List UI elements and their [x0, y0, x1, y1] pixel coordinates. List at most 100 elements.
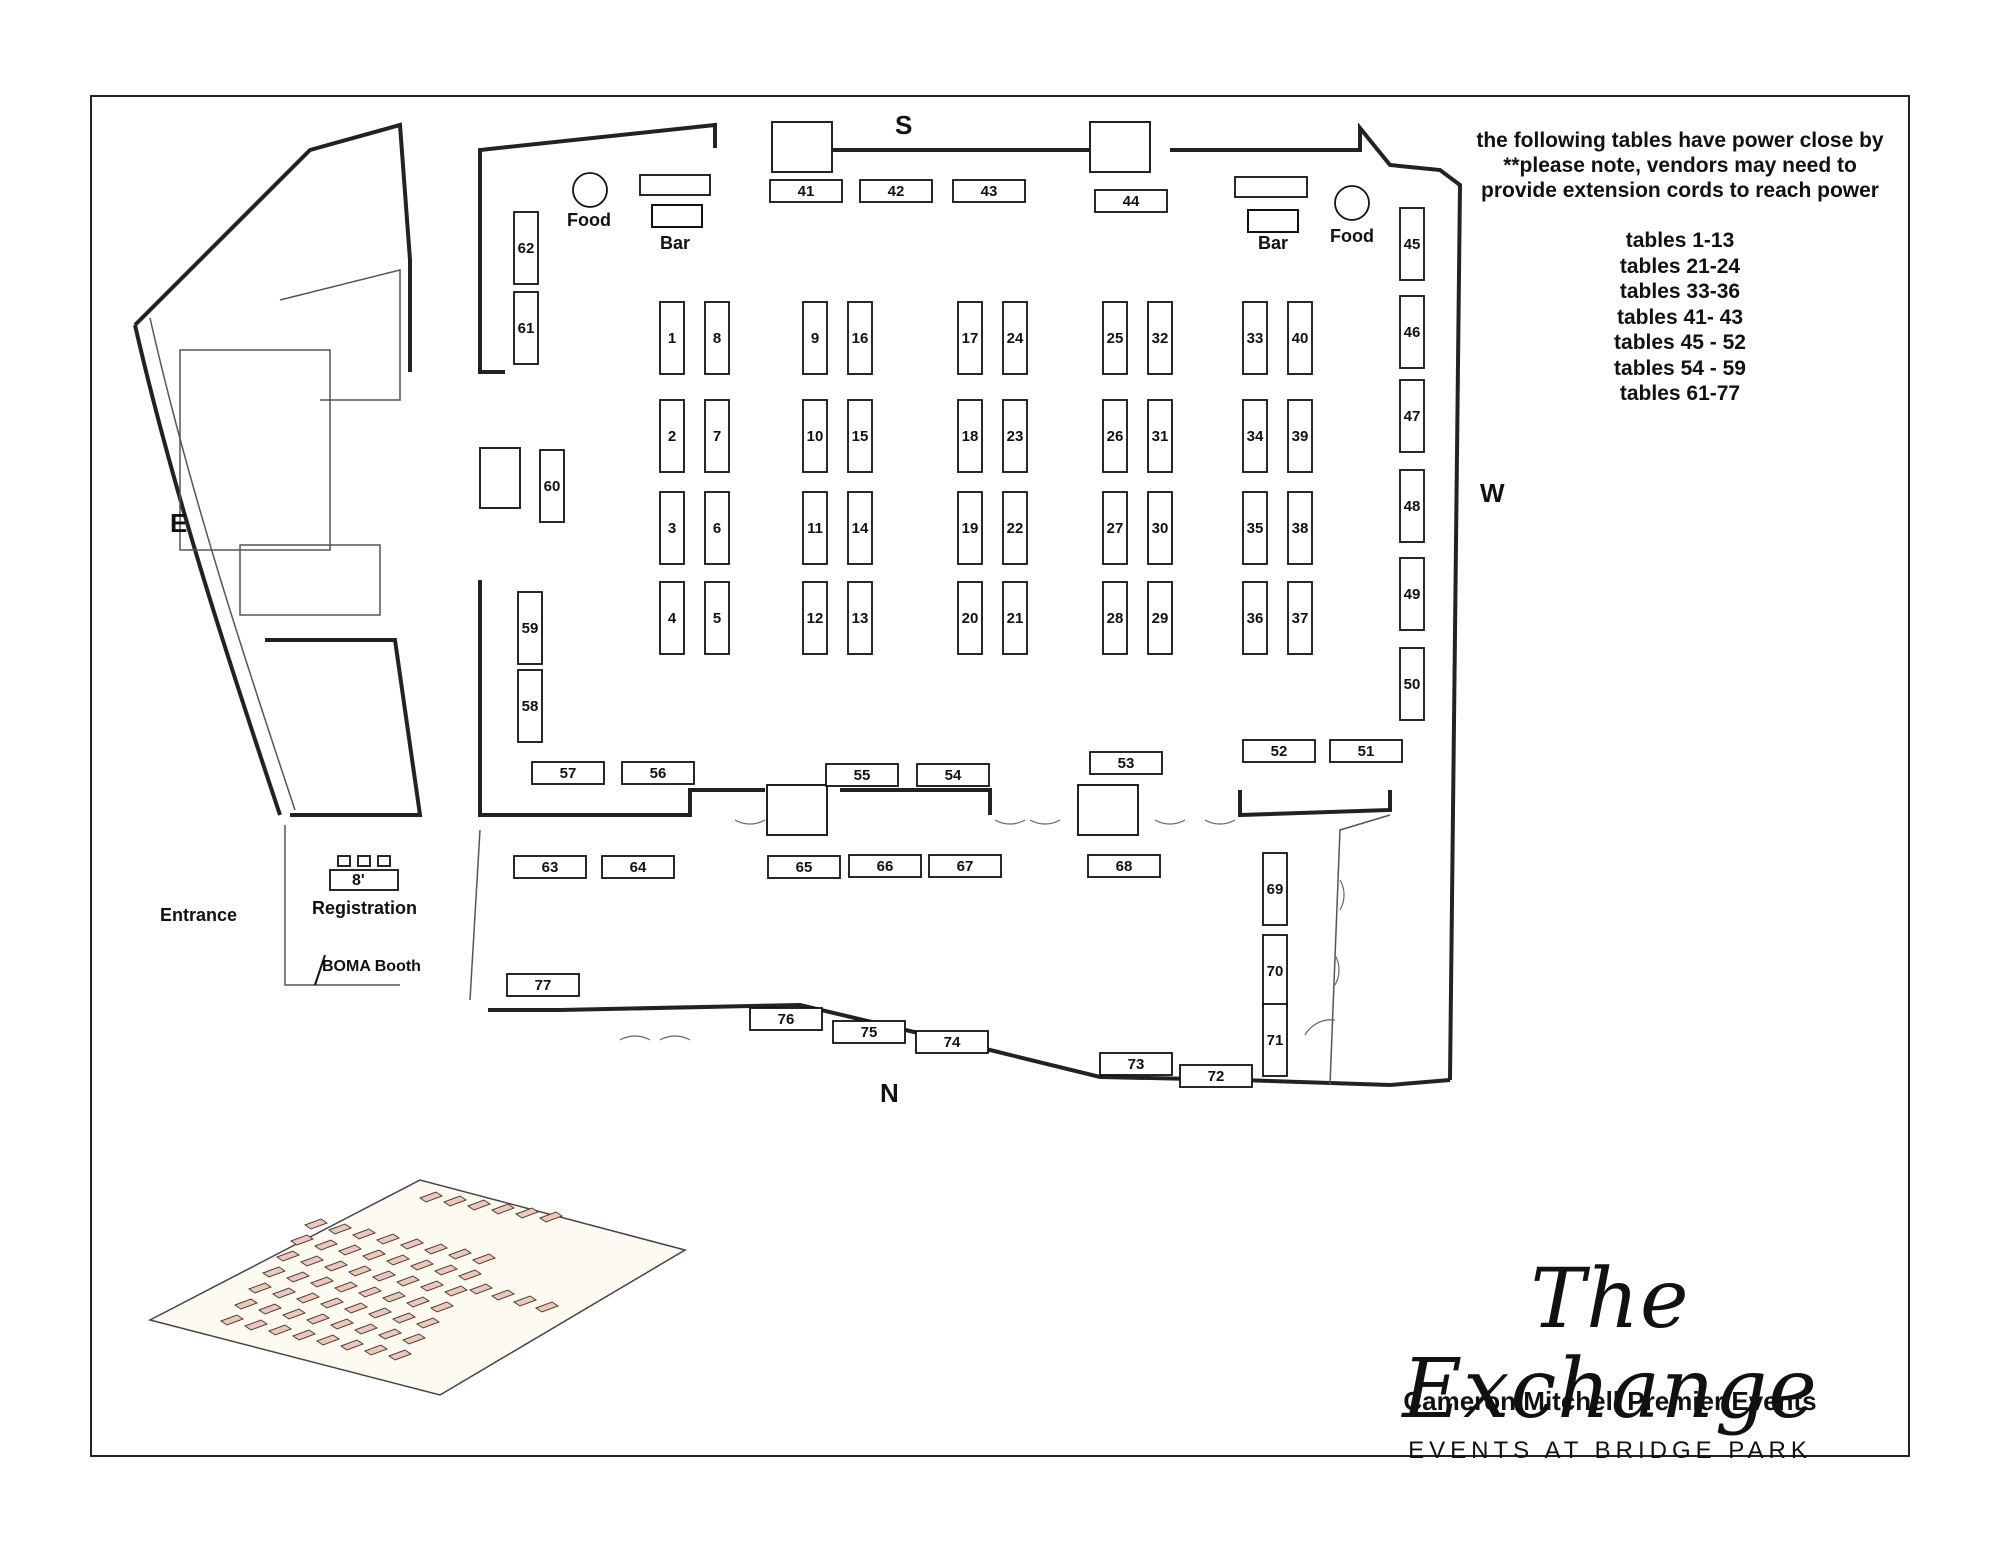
table-number: 70	[1267, 963, 1284, 980]
table-rect	[957, 491, 983, 565]
table-rect	[506, 973, 580, 997]
table-number: 61	[518, 320, 535, 337]
table-1: 1	[659, 301, 685, 375]
table-rect	[1262, 1003, 1288, 1077]
table-number: 44	[1123, 193, 1140, 210]
table-number: 25	[1107, 330, 1124, 347]
table-52: 52	[1242, 739, 1316, 763]
table-15: 15	[847, 399, 873, 473]
restroom-1	[179, 349, 331, 551]
table-23: 23	[1002, 399, 1028, 473]
table-number: 52	[1271, 743, 1288, 760]
table-number: 34	[1247, 428, 1264, 445]
thumbnail-table	[309, 1276, 335, 1288]
table-number: 14	[852, 520, 869, 537]
thumbnail-table	[377, 1328, 403, 1340]
thumbnail-table	[490, 1289, 516, 1301]
table-rect	[847, 399, 873, 473]
thumbnail-table	[289, 1234, 315, 1246]
brand-logo-script: The Exchange	[1402, 1252, 1818, 1437]
power-note-line-1: the following tables have power close by	[1476, 129, 1884, 152]
door-8	[1304, 1019, 1336, 1036]
power-table-list: tables 1-13 tables 21-24 tables 33-36 ta…	[1565, 228, 1795, 407]
table-number: 74	[944, 1034, 961, 1051]
table-56: 56	[621, 761, 695, 785]
table-19: 19	[957, 491, 983, 565]
table-number: 69	[1267, 881, 1284, 898]
table-63: 63	[513, 855, 587, 879]
thumbnail-floor	[147, 1179, 687, 1396]
table-5: 5	[704, 581, 730, 655]
bar-counter-left	[639, 174, 711, 196]
table-37: 37	[1287, 581, 1313, 655]
table-number: 35	[1247, 520, 1264, 537]
table-number: 33	[1247, 330, 1264, 347]
thumbnail-table	[391, 1312, 417, 1324]
table-number: 5	[713, 610, 721, 627]
table-3: 3	[659, 491, 685, 565]
table-24: 24	[1002, 301, 1028, 375]
table-number: 18	[962, 428, 979, 445]
table-number: 6	[713, 520, 721, 537]
table-rect	[1087, 854, 1161, 878]
table-18: 18	[957, 399, 983, 473]
table-36: 36	[1242, 581, 1268, 655]
table-number: 36	[1247, 610, 1264, 627]
table-number: 7	[713, 428, 721, 445]
table-rect	[802, 399, 828, 473]
brand-logo-subtitle: EVENTS AT BRIDGE PARK	[1408, 1437, 1812, 1464]
table-number: 24	[1007, 330, 1024, 347]
thumbnail-table	[313, 1239, 339, 1251]
table-number: 58	[522, 698, 539, 715]
thumbnail-table	[471, 1253, 497, 1265]
wall-north-west	[478, 122, 717, 374]
green-room	[279, 269, 401, 401]
table-62: 62	[513, 211, 539, 285]
table-rect	[1102, 581, 1128, 655]
bar-label-right: Bar	[1258, 233, 1289, 253]
table-number: 4	[668, 610, 677, 627]
thumbnail-table	[367, 1307, 393, 1319]
table-number: 56	[650, 765, 667, 782]
table-number: 26	[1107, 428, 1124, 445]
food-label-left: Food	[567, 210, 611, 230]
table-rect	[769, 179, 843, 203]
table-number: 37	[1292, 610, 1309, 627]
power-table-range: tables 21-24	[1619, 254, 1741, 278]
thumbnail-table	[351, 1228, 377, 1240]
power-table-range: tables 1-13	[1625, 229, 1735, 252]
table-rect	[539, 449, 565, 523]
table-22: 22	[1002, 491, 1028, 565]
thumbnail-table	[415, 1317, 441, 1329]
door-1	[734, 819, 766, 825]
table-number: 10	[807, 428, 824, 445]
table-rect	[916, 763, 990, 787]
table-39: 39	[1287, 399, 1313, 473]
table-number: 28	[1107, 610, 1124, 627]
table-number: 63	[542, 859, 559, 876]
thumbnail-table	[327, 1223, 353, 1235]
table-rect	[848, 854, 922, 878]
reg-chair-3	[377, 855, 391, 867]
table-number: 1	[668, 330, 676, 347]
table-number: 17	[962, 330, 979, 347]
thumbnail-table	[363, 1344, 389, 1356]
bar-label-left: Bar	[660, 233, 691, 253]
reg-chair-2	[357, 855, 371, 867]
table-rect	[1242, 301, 1268, 375]
table-rect	[1002, 581, 1028, 655]
table-number: 15	[852, 428, 869, 445]
table-number: 65	[796, 859, 813, 876]
table-rect	[1002, 301, 1028, 375]
table-rect	[1287, 399, 1313, 473]
table-number: 72	[1208, 1068, 1225, 1085]
thumbnail-table	[343, 1302, 369, 1314]
thumbnail-table	[442, 1195, 468, 1207]
wall-lower-mid	[840, 788, 992, 815]
table-number: 20	[962, 610, 979, 627]
table-rect	[1399, 647, 1425, 721]
thumbnail-table	[514, 1207, 540, 1219]
thumbnail-table	[353, 1323, 379, 1335]
table-rect	[1147, 581, 1173, 655]
